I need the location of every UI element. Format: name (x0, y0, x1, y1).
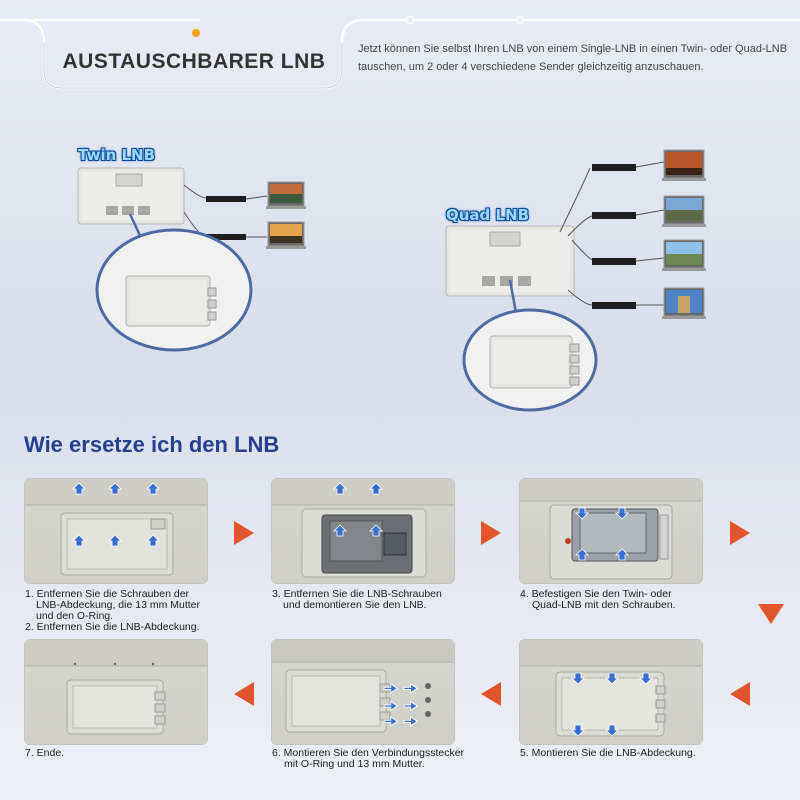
step-1-line-2: LNB-Abdeckung, die 13 mm Mutter (36, 599, 200, 611)
title-box: AUSTAUSCHBARER LNB (44, 36, 344, 88)
page-title: AUSTAUSCHBARER LNB (62, 50, 326, 73)
arrow-left-icon (234, 682, 254, 706)
intro-line-1: Jetzt können Sie selbst Ihren LNB von ei… (358, 43, 788, 55)
header-frame (0, 15, 800, 90)
step-image-6 (272, 640, 454, 744)
arrow-down-icon (758, 604, 784, 624)
intro-line-2: tauschen, um 2 oder 4 verschiedene Sende… (358, 61, 704, 73)
step-image-7 (25, 640, 207, 744)
quad-lnb-diagram (445, 149, 706, 412)
step-caption-6: 6. Montieren Sie den Verbindungsstecker … (272, 748, 464, 770)
section-title: Wie ersetze ich den LNB (24, 432, 280, 457)
step-7-line-1: 7. Ende. (25, 747, 65, 759)
step-1-line-3: und den O-Ring. (36, 610, 114, 622)
step-caption-7: 7. Ende. (25, 748, 64, 759)
step-3-line-1: 4. Befestigen Sie den Twin- oder (520, 588, 672, 600)
arrow-left-icon (481, 682, 501, 706)
intro-text: Jetzt können Sie selbst Ihren LNB von ei… (358, 40, 794, 76)
step-6-line-2: mit O-Ring und 13 mm Mutter. (284, 758, 425, 770)
step-5-line-1: 5. Montieren Sie die LNB-Abdeckung. (520, 747, 696, 759)
step-caption-3: 4. Befestigen Sie den Twin- oder Quad-LN… (520, 589, 676, 611)
step-caption-1: 1. Entfernen Sie die Schrauben der LNB-A… (25, 589, 200, 633)
step-6-line-1: 6. Montieren Sie den Verbindungsstecker (272, 747, 465, 759)
arrow-right-icon (730, 521, 750, 545)
arrow-left-icon (730, 682, 750, 706)
step-caption-5: 5. Montieren Sie die LNB-Abdeckung. (520, 748, 696, 759)
arrow-right-icon (234, 521, 254, 545)
step-1-line-1: 1. Entfernen Sie die Schrauben der (25, 588, 190, 600)
step-caption-2: 3. Entfernen Sie die LNB-Schrauben und d… (272, 589, 442, 611)
step-2-line-1: 3. Entfernen Sie die LNB-Schrauben (272, 588, 442, 600)
step-1-line-4: 2. Entfernen Sie die LNB-Abdeckung. (25, 621, 200, 633)
step-image-3 (520, 479, 702, 583)
step-image-2 (272, 479, 454, 583)
arrow-right-icon (481, 521, 501, 545)
step-image-5 (520, 640, 702, 744)
quad-lnb-label: Quad LNB (446, 206, 530, 224)
step-2-line-2: und demontieren Sie den LNB. (283, 599, 427, 611)
twin-lnb-diagram (77, 167, 306, 352)
step-3-line-2: Quad-LNB mit den Schrauben. (532, 599, 676, 611)
twin-lnb-label: Twin LNB (78, 146, 156, 164)
step-image-1 (25, 479, 207, 583)
header-dot-icon (192, 29, 200, 37)
